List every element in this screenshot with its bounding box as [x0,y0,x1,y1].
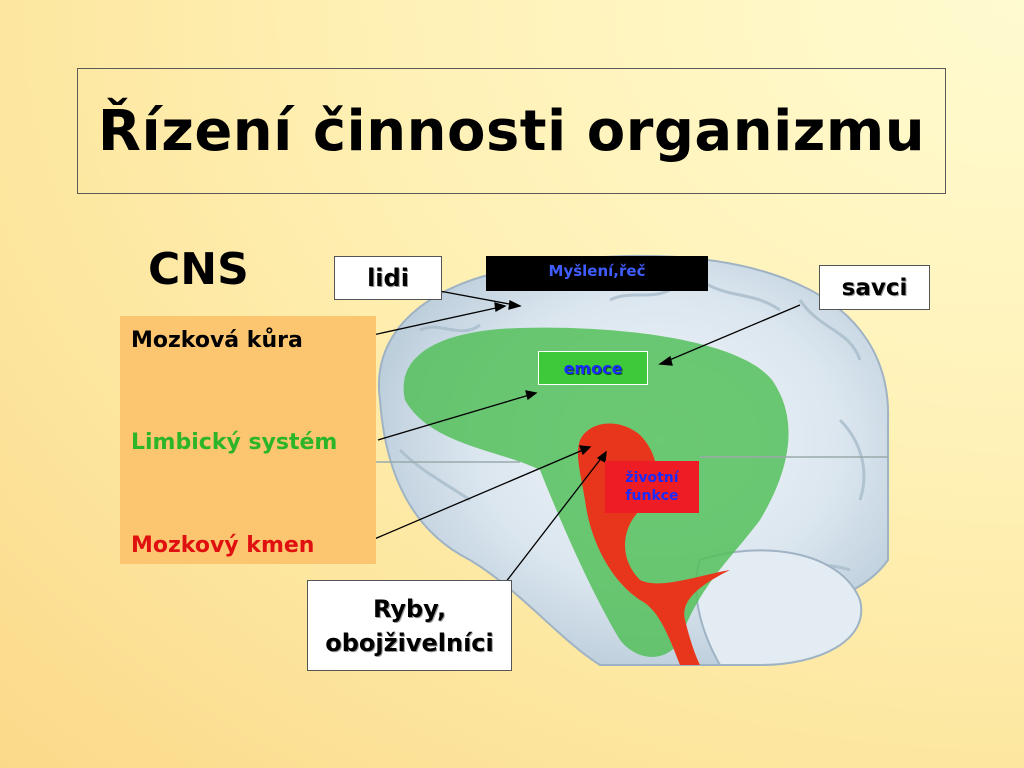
mysleni-text: Myšlení,řeč [548,262,646,280]
savci-text: savci [841,274,908,301]
label-savci: savci [819,265,930,310]
lidi-text: lidi [367,264,409,292]
ryby-text-line1: Ryby, [372,594,447,623]
zivotni-text-line1: životní [625,470,679,486]
brain-parts-panel: Mozková kůra Limbický systém Mozkový kme… [120,316,376,564]
label-zivotni-funkce: životní funkce [605,461,699,513]
cerebellum-shape [695,549,863,666]
pointer-arrows [349,289,801,597]
cns-label: CNS [148,244,249,295]
label-lidi: lidi [334,256,442,300]
label-ryby-obojzivelnici: Ryby, obojživelníci [307,580,512,671]
emoce-text: emoce [563,358,623,378]
label-limbicky-system: Limbický systém [131,430,338,455]
page-title: Řízení činnosti organizmu [97,98,926,164]
label-emoce: emoce [538,351,648,385]
label-mysleni-rec: Myšlení,řeč [486,256,708,291]
title-box: Řízení činnosti organizmu [77,68,946,194]
label-mozkova-kura: Mozková kůra [131,328,303,353]
zivotni-text-line2: funkce [625,488,679,504]
ryby-text-line2: obojživelníci [325,628,494,657]
label-mozkovy-kmen: Mozkový kmen [131,533,315,558]
